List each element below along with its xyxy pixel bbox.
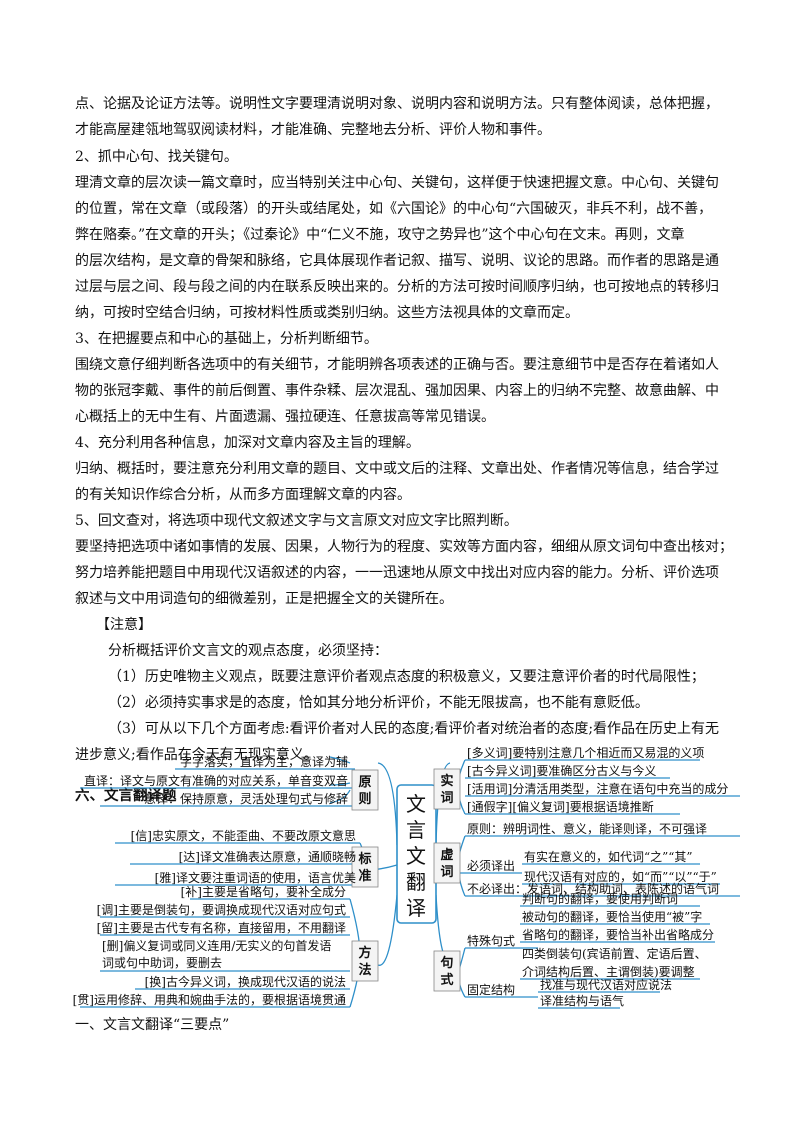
center-char: 翻 bbox=[406, 870, 426, 894]
paragraph-line: 过层与层之间、段与段之间的内在联系反映出来的。分析的方法可按时间顺序归纳，也可按… bbox=[75, 279, 719, 295]
fangfa-item: [补]主要是省略句，要补全成分 bbox=[181, 884, 346, 899]
paragraph-line: 理清文章的层次读一篇文章时，应当特别关注中心句、关键句，这样便于快速把握文意。中… bbox=[75, 175, 719, 191]
section-title: 一、文言文翻译“三要点” bbox=[75, 1017, 230, 1033]
paragraph-line: 纳，可按时空结合归纳，可按材料性质或类别归纳。这些方法视具体的文章而定。 bbox=[75, 305, 579, 321]
shici-item: [多义词]要特别注意几个相近而又易混的义项 bbox=[467, 745, 704, 760]
jushi-fixed-item: 译准结构与语气 bbox=[540, 993, 624, 1008]
xuci-principle: 原则：辨明词性、意义，能译则译，不可强译 bbox=[467, 821, 707, 836]
jushi-special-item: 判断句的翻译，要使用判断词 bbox=[522, 891, 678, 906]
subheading: 2、抓中心句、找关键句。 bbox=[75, 149, 238, 165]
note-item: （1）历史唯物主义观点，既要注意评价者观点态度的积极意义，又要注意评价者的时代局… bbox=[108, 669, 705, 685]
xuci-must-item: 现代汉语有对应的，如“而”“以”“于” bbox=[524, 869, 717, 884]
paragraph-line: 点、论据及论证方法等。说明性文字要理清说明对象、说明内容和说明方法。只有整体阅读… bbox=[75, 96, 719, 112]
paragraph-line: 心概括上的无中生有、片面遗漏、强拉硬连、任意拔高等常见错误。 bbox=[75, 409, 495, 425]
branch-fangfa-2: 法 bbox=[358, 962, 371, 978]
branch-box bbox=[433, 950, 461, 992]
paragraph-line: 的层次结构，是文章的骨架和脉络，它具体展现作者记叙、描写、说明、议论的思路。而作… bbox=[75, 253, 719, 269]
section-title: 六、文言翻译题 bbox=[75, 788, 177, 804]
yuanze-item: 字字落实，直译为主，意译为辅 bbox=[180, 754, 348, 769]
branch-xuci-1: 虚 bbox=[440, 847, 453, 863]
paragraph-line: 叙述与文中用词造句的细微差别，正是把握全文的关键所在。 bbox=[75, 591, 453, 607]
yuanze-item: 意译：保持原意，灵活处理句式与修辞 bbox=[144, 791, 348, 806]
shici-item: [古今异义词]要准确区分古义与今义 bbox=[467, 763, 656, 778]
paragraph-line: 的有关知识作综合分析，从而多方面理解文章的内容。 bbox=[75, 487, 411, 503]
paragraph-line: 弊在赂秦。”在文章的开头；《过秦论》中“仁义不施，攻守之势异也”这个中心句在文末… bbox=[75, 227, 685, 243]
biaozhun-item: [信]忠实原文，不能歪曲、不要改原文意思 bbox=[131, 828, 356, 843]
yuanze-item: 直译：译文与原文有准确的对应关系，单音变双音 bbox=[84, 773, 348, 788]
xuci-must-item: 有实在意义的，如代词“之”“其” bbox=[524, 849, 693, 864]
fangfa-item: [调]主要是倒装句，要调换成现代汉语对应句式 bbox=[97, 902, 346, 917]
jushi-special-label: 特殊句式 bbox=[467, 933, 515, 948]
branch-box bbox=[433, 768, 461, 810]
branch-yuanze-1: 原 bbox=[358, 775, 371, 790]
subheading: 3、在把握要点和中心的基础上，分析判断细节。 bbox=[75, 331, 378, 347]
center-char: 译 bbox=[406, 896, 426, 920]
branch-yuanze-2: 则 bbox=[358, 791, 371, 807]
shici-item: [通假字][偏义复词]要根据语境推断 bbox=[467, 799, 654, 814]
paragraph-line: 的位置，常在文章（或段落）的开头或结尾处，如《六国论》的中心句“六国破灭，非兵不… bbox=[75, 201, 713, 217]
branch-box bbox=[351, 769, 379, 811]
paragraph-line: 围绕文意仔细判断各选项中的有关细节，才能明辨各项表述的正确与否。要注意细节中是否… bbox=[75, 357, 719, 373]
branch-shici-2: 词 bbox=[440, 791, 453, 806]
biaozhun-item: [达]译文准确表达原意，通顺晓畅 bbox=[179, 849, 356, 864]
jushi-fixed-item: 找准与现代汉语对应说法 bbox=[540, 977, 672, 992]
note-item: （2）必须持实事求是的态度，恰如其分地分析评价，不能无限拔高，也不能有意贬低。 bbox=[108, 695, 649, 711]
branch-biaozhun-1: 标 bbox=[357, 851, 371, 867]
center-char: 言 bbox=[406, 818, 426, 842]
fangfa-item: [删]偏义复词或同义连用/无实义的句首发语 bbox=[102, 938, 331, 953]
paragraph-line: 才能高屋建瓴地驾驭阅读材料，才能准确、完整地去分析、评价人物和事件。 bbox=[75, 122, 551, 138]
branch-xuci-2: 词 bbox=[440, 865, 453, 880]
fangfa-item: [留]主要是古代专有名称，直接留用，不用翻译 bbox=[97, 920, 346, 935]
note-item: 进步意义;看作品在今天有无现实意义。 bbox=[75, 747, 318, 763]
center-char: 文 bbox=[406, 844, 426, 868]
branch-box bbox=[433, 842, 461, 884]
subheading: 4、充分利用各种信息，加深对文章内容及主旨的理解。 bbox=[75, 435, 420, 451]
shici-item: [活用词]分清活用类型，注意在语句中充当的成分 bbox=[467, 781, 728, 796]
jushi-special-item: 四类倒装句(宾语前置、定语后置、 bbox=[522, 946, 707, 961]
jushi-special-item: 被动句的翻译，要恰当使用“被”字 bbox=[522, 909, 702, 924]
xuci-nomust: 不必译出：发语词、结构助词、表陈述的语气词 bbox=[467, 881, 719, 896]
paragraph-line: 物的张冠李戴、事件的前后倒置、事件杂糅、层次混乱、强加因果、内容上的归纳不完整、… bbox=[75, 383, 719, 399]
translation-mind-map: 文 言 文 翻 译 原 则 标 准 方 法 实 词 虚 词 句 式 字字落实，直… bbox=[73, 745, 740, 1009]
fangfa-item: [贯]运用修辞、用典和婉曲手法的，要根据语境贯通 bbox=[73, 992, 346, 1007]
branch-jushi-2: 式 bbox=[440, 972, 453, 988]
xuci-must-label: 必须译出 bbox=[467, 859, 515, 873]
note-title: 【注意】 bbox=[96, 617, 152, 633]
branch-box bbox=[351, 940, 379, 982]
branch-biaozhun-2: 准 bbox=[358, 868, 371, 884]
paragraph-line: 努力培养能把题目中用现代汉语叙述的内容，一一迅速地从原文中找出对应内容的能力。分… bbox=[75, 565, 719, 581]
fangfa-item: [换]古今异义词，换成现代汉语的说法 bbox=[145, 974, 346, 989]
branch-fangfa-1: 方 bbox=[358, 945, 371, 961]
branch-box bbox=[351, 846, 379, 888]
jushi-special-item: 省略句的翻译，要恰当补出省略成分 bbox=[522, 927, 714, 942]
jushi-fixed-label: 固定结构 bbox=[467, 982, 515, 997]
note-item: （3）可从以下几个方面考虑:看评价者对人民的态度;看评价者对统治者的态度;看作品… bbox=[108, 721, 720, 737]
paragraph-line: 归纳、概括时，要注意充分利用文章的题目、文中或文后的注释、文章出处、作者情况等信… bbox=[75, 461, 719, 477]
fangfa-item: 词或句中助词，要删去 bbox=[102, 955, 222, 970]
note-intro: 分析概括评价文言文的观点态度，必须坚持： bbox=[108, 643, 388, 659]
biaozhun-item: [雅]译文要注重词语的使用，语言优美 bbox=[155, 870, 356, 885]
subheading: 5、回文查对，将选项中现代文叙述文字与文言原文对应文字比照判断。 bbox=[75, 513, 518, 529]
branch-jushi-1: 句 bbox=[440, 955, 453, 971]
jushi-special-item: 介词结构后置、主谓倒装)要调整 bbox=[522, 964, 695, 979]
paragraph-line: 要坚持把选项中诸如事情的发展、因果，人物行为的程度、实效等方面内容，细细从原文词… bbox=[75, 539, 733, 555]
branch-shici-1: 实 bbox=[440, 773, 453, 789]
center-char: 文 bbox=[406, 792, 426, 816]
